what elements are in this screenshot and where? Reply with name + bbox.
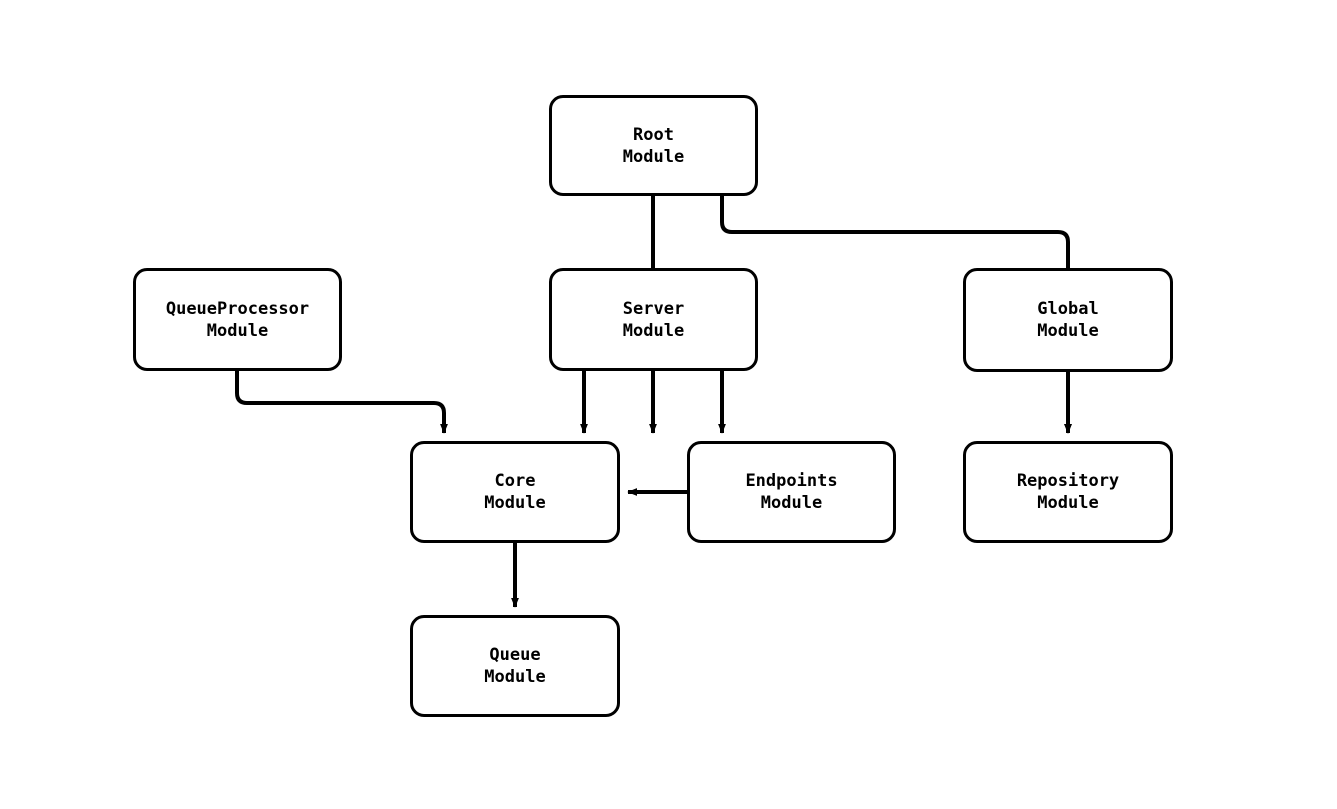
node-queue-module-line2: Module: [484, 667, 546, 687]
node-root-module-line1: Root: [633, 124, 674, 145]
edge-root-to-global: [720, 196, 1072, 434]
node-repository-module-line1: Repository: [1016, 471, 1120, 491]
node-server-module-line1: Server: [622, 298, 685, 319]
node-queueprocessor-module-line2: Module: [206, 320, 269, 341]
node-server-module-line2: Module: [622, 320, 685, 341]
node-endpoints-module[interactable]: Endpoints Module: [687, 441, 896, 543]
node-root-module[interactable]: Root Module: [549, 95, 758, 196]
node-repository-module-line2: Module: [1037, 493, 1099, 513]
node-queueprocessor-module[interactable]: QueueProcessor Module: [133, 268, 342, 371]
node-global-module-line1: Global: [1037, 299, 1099, 319]
edge-queueprocessor-to-core: [235, 371, 448, 434]
node-core-module-line2: Module: [484, 493, 546, 513]
node-endpoints-module-line2: Module: [760, 493, 823, 513]
node-global-module-line2: Module: [1037, 321, 1099, 341]
node-server-module[interactable]: Server Module: [549, 268, 758, 371]
node-repository-module[interactable]: Repository Module: [963, 441, 1173, 543]
node-queue-module[interactable]: Queue Module: [410, 615, 620, 717]
node-endpoints-module-line1: Endpoints: [745, 471, 838, 491]
node-core-module[interactable]: Core Module: [410, 441, 620, 543]
node-queueprocessor-module-line1: QueueProcessor: [165, 298, 310, 319]
node-global-module[interactable]: Global Module: [963, 268, 1173, 372]
node-core-module-line1: Core: [494, 471, 536, 491]
node-root-module-line2: Module: [622, 146, 685, 167]
node-queue-module-line1: Queue: [489, 645, 541, 665]
